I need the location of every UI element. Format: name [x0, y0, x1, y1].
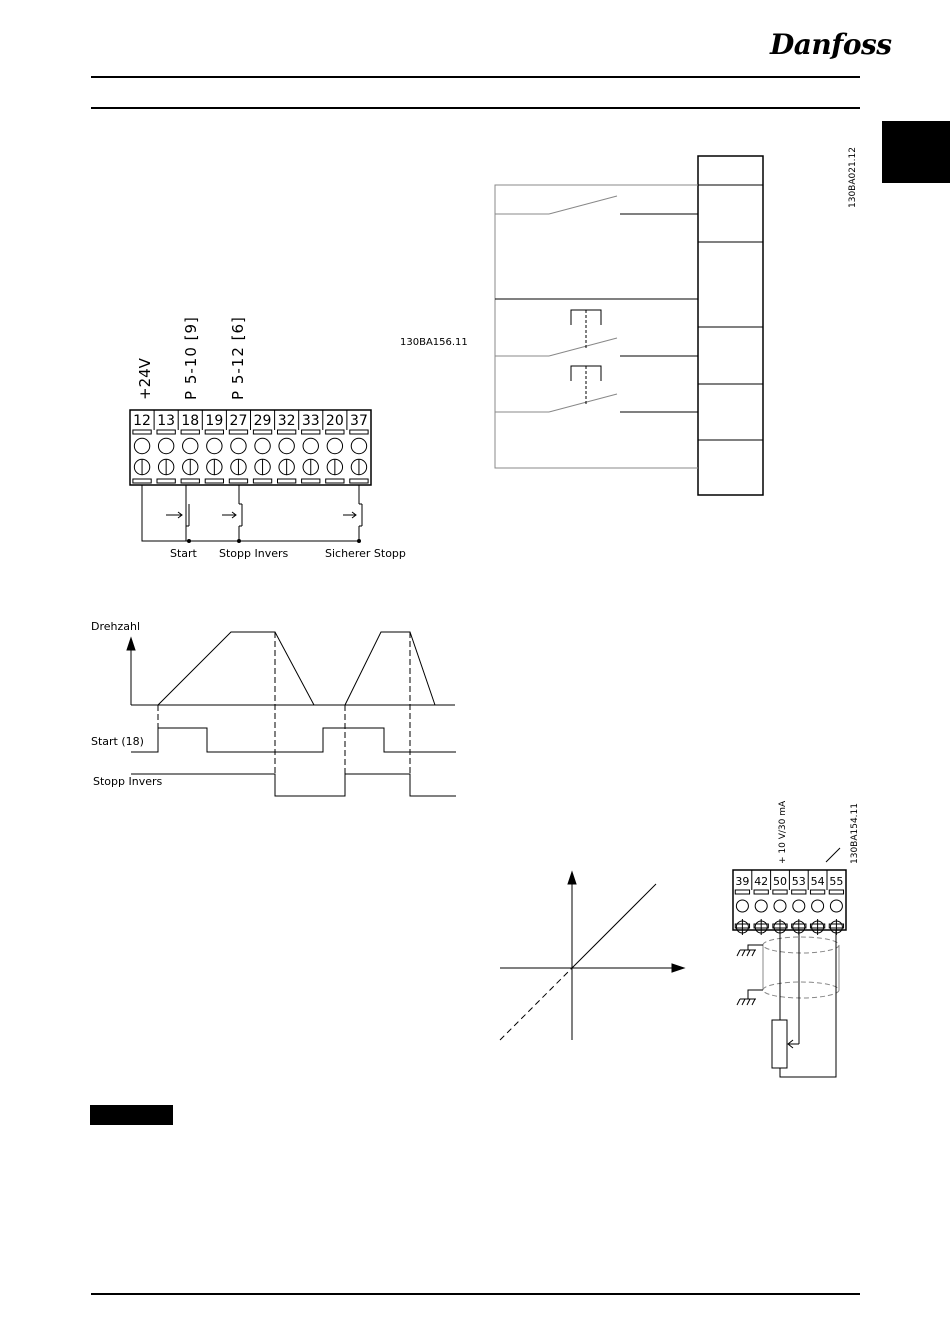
supply-label: + 10 V/30 mA: [778, 800, 788, 864]
terminal-55: 55: [827, 870, 844, 935]
timing-diagram: [127, 632, 456, 796]
terminal-number: 29: [254, 413, 272, 429]
terminal-53: 53: [789, 870, 806, 935]
potentiometer-wiring: [737, 930, 839, 1077]
terminal-number: 37: [350, 413, 368, 429]
terminal-number: 54: [811, 875, 825, 888]
terminal-number: 19: [205, 413, 223, 429]
footer-rule: [91, 1293, 860, 1295]
switch-label-stopp-invers: Stopp Invers: [219, 547, 289, 560]
terminal-number: 33: [302, 413, 320, 429]
terminal-number: 53: [792, 875, 806, 888]
diagram1-id: 130BA156.11: [400, 337, 468, 348]
terminal-54: 54: [808, 870, 825, 935]
terminal-number: 42: [754, 875, 768, 888]
terminal-42: 42: [752, 870, 769, 935]
terminal-27: 27: [226, 410, 247, 483]
note-label-bar: [90, 1105, 173, 1125]
terminal-number: 12: [133, 413, 151, 429]
terminal-number: 32: [278, 413, 296, 429]
label-24v: +24V: [136, 357, 154, 400]
terminal-number: 50: [773, 875, 787, 888]
terminal-37: 37: [347, 410, 368, 483]
terminal-18: 18: [178, 410, 199, 483]
terminal-number: 55: [829, 875, 843, 888]
terminal-block-2: 39 42 50 53 54 55: [733, 870, 846, 935]
label-p5-10: P 5-10 [9]: [182, 316, 200, 400]
terminal-39: 39: [735, 875, 749, 935]
terminal-32: 32: [275, 410, 296, 483]
terminal-number: 39: [735, 875, 749, 888]
terminal-number: 13: [157, 413, 175, 429]
terminal-13: 13: [154, 410, 175, 483]
terminal-20: 20: [323, 410, 344, 483]
terminal-number: 27: [230, 413, 248, 429]
switch-label-start: Start: [170, 547, 198, 560]
switch-label-sicherer-stopp: Sicherer Stopp: [325, 547, 406, 560]
diagram2-id: 130BA021.12: [848, 147, 858, 208]
signal-stopp-invers: Stopp Invers: [93, 775, 163, 788]
terminal-29: 29: [251, 410, 272, 483]
signal-drehzahl: Drehzahl: [91, 620, 140, 633]
terminal-number: 20: [326, 413, 344, 429]
terminal-12: 12: [133, 413, 151, 483]
reference-graph: [500, 872, 684, 1040]
label-p5-12: P 5-12 [6]: [229, 316, 247, 400]
terminal-50: 50: [771, 870, 788, 935]
terminal-number: 18: [181, 413, 199, 429]
signal-start: Start (18): [91, 735, 144, 748]
diagram3-id: 130BA154.11: [850, 803, 860, 864]
terminal-19: 19: [202, 410, 223, 483]
switch-wiring: [142, 485, 362, 541]
switch-schematic: [495, 156, 763, 495]
terminal-block-1: 12 13 18 19 27 29 32 33 20 37: [130, 410, 371, 485]
terminal-33: 33: [299, 410, 320, 483]
